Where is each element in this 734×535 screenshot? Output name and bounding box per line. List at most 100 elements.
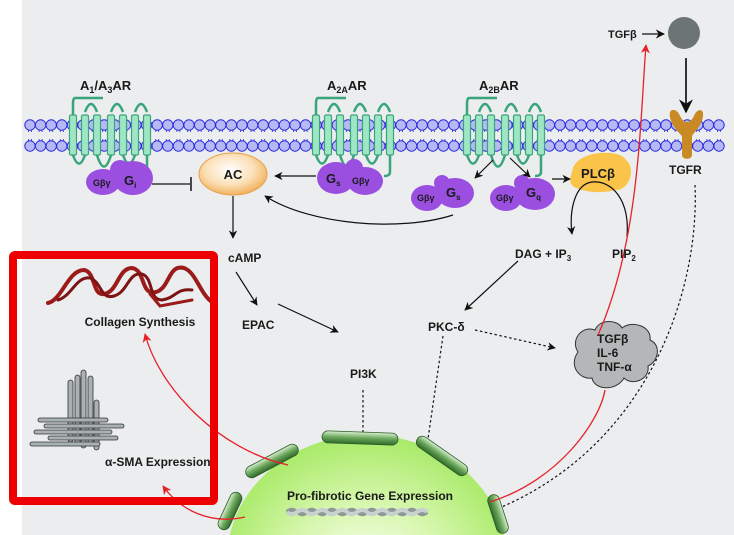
- adenylyl-cyclase: AC: [198, 152, 268, 196]
- cytokine-cloud: TGFβ IL-6 TNF-α: [573, 321, 658, 389]
- lipid-head: [268, 119, 280, 131]
- lipid-head: [617, 140, 630, 152]
- lipid-head: [649, 119, 662, 131]
- lipid-head: [596, 140, 609, 152]
- cytokine-label-0: TGFβ: [597, 332, 628, 346]
- tgf-beta-ligand-label: TGFβ: [608, 29, 637, 41]
- camp-label: cAMP: [228, 251, 261, 265]
- cytokine-label-1: IL-6: [597, 346, 619, 360]
- lipid-head: [437, 119, 450, 131]
- epac-label: EPAC: [242, 318, 275, 332]
- lipid-head: [448, 140, 460, 152]
- lipid-head: [554, 140, 566, 152]
- epac-to-pi3k-arrow: [277, 303, 339, 333]
- gi-protein-complex: Gβγ Gi: [86, 160, 153, 195]
- lipid-head: [607, 140, 619, 152]
- transmembrane-helix: [349, 114, 359, 156]
- transmembrane-helix: [373, 114, 383, 156]
- lipid-head: [405, 119, 418, 131]
- transmembrane-helix: [474, 114, 484, 156]
- lipid-head: [554, 119, 566, 131]
- transmembrane-helix: [323, 114, 333, 156]
- lipid-head: [713, 119, 725, 131]
- lipid-head: [586, 140, 598, 152]
- lipid-head: [45, 140, 57, 152]
- lipid-head: [289, 119, 301, 131]
- lipid-head: [193, 140, 206, 152]
- gi-alpha-label: Gi: [124, 173, 136, 190]
- lipid-head: [278, 119, 291, 131]
- lipid-head: [670, 140, 683, 152]
- lipid-head: [543, 119, 556, 131]
- lipid-head: [193, 119, 206, 131]
- lipid-head: [416, 119, 428, 131]
- lipid-head: [427, 140, 439, 152]
- lipid-head: [628, 140, 640, 152]
- lipid-head: [586, 119, 598, 131]
- lipid-head: [172, 140, 185, 152]
- a2b-receptor: [462, 96, 546, 178]
- gs-a2b-protein-complex: Gβγ Gs: [411, 175, 474, 211]
- lipid-head: [162, 140, 174, 152]
- gq-alpha-label: Gq: [526, 185, 541, 202]
- pip2-to-dag-arrow: [566, 181, 628, 238]
- lipid-head: [395, 140, 407, 152]
- transmembrane-helix: [80, 114, 90, 156]
- lipid-head: [660, 119, 672, 131]
- lipid-head: [56, 140, 68, 152]
- a1-a3-receptor: [68, 96, 152, 178]
- nuclear-pores: [217, 430, 509, 534]
- lipid-head: [183, 119, 195, 131]
- a1-a3-receptor-label: A1/A3AR: [80, 78, 132, 95]
- lipid-head: [56, 119, 68, 131]
- alpha-sma-expression-label: α-SMA Expression: [105, 455, 211, 469]
- lipid-head: [607, 119, 619, 131]
- lipid-head: [702, 140, 715, 152]
- gs-a2b-alpha-label: Gs: [446, 185, 461, 202]
- tgf-receptor-icon: [669, 109, 704, 159]
- lipid-head: [215, 140, 227, 152]
- gs-a2a-beta-gamma-label: Gβγ: [352, 176, 370, 186]
- cytokine-label-2: TNF-α: [597, 360, 632, 374]
- tgf-receptor-label: TGFR: [669, 163, 702, 177]
- lipid-head: [575, 119, 587, 131]
- a2a-receptor-label: A2AAR: [327, 78, 367, 95]
- transmembrane-helix: [524, 114, 534, 156]
- gq-beta-gamma-label: Gβγ: [496, 193, 514, 203]
- lipid-head: [289, 140, 301, 152]
- transmembrane-helix: [118, 114, 128, 156]
- gs-a2b-beta-gamma-label: Gβγ: [417, 193, 435, 203]
- lipid-head: [427, 119, 439, 131]
- lipid-head: [448, 119, 460, 131]
- lipid-head: [564, 119, 577, 131]
- a2b-to-gs-arrow: [474, 159, 494, 179]
- collagen-synthesis-label: Collagen Synthesis: [85, 315, 196, 329]
- dag-to-pkc-arrow: [464, 260, 519, 311]
- lipid-head: [172, 119, 185, 131]
- plc-beta: PLCβ: [570, 152, 631, 193]
- lipid-head: [204, 119, 216, 131]
- lipid-head: [617, 119, 630, 131]
- lipid-head: [702, 119, 715, 131]
- dag-ip3-label: DAG + IP3: [515, 247, 572, 263]
- lipid-head: [257, 119, 269, 131]
- gs-a2a-protein-complex: Gs Gβγ: [317, 159, 383, 195]
- collagen-ribbon-icon: [46, 265, 214, 308]
- lipid-head: [257, 140, 269, 152]
- lipid-head: [437, 140, 450, 152]
- pkc-delta-label: PKC-δ: [428, 320, 465, 334]
- lipid-head: [34, 140, 47, 152]
- lipid-head: [649, 140, 662, 152]
- lipid-head: [395, 119, 407, 131]
- lipid-head: [236, 140, 248, 152]
- lipid-head: [564, 140, 577, 152]
- lipid-head: [299, 119, 312, 131]
- lipid-head: [660, 140, 672, 152]
- red-pathway-arrows: [142, 44, 650, 520]
- nucleus-label: Pro-fibrotic Gene Expression: [287, 489, 453, 503]
- lipid-head: [151, 119, 163, 131]
- lipid-head: [151, 140, 163, 152]
- transmembrane-helix: [311, 114, 321, 156]
- transmembrane-helix: [512, 114, 522, 156]
